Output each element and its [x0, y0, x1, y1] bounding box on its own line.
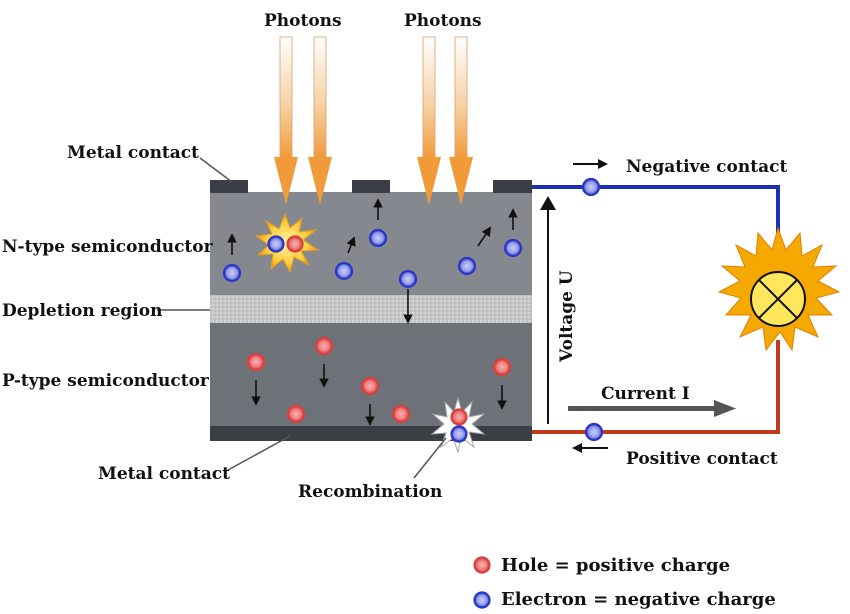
- charge-carriers: [222, 177, 604, 442]
- light-bulb-icon: [717, 226, 841, 352]
- photon-arrows: [274, 36, 473, 205]
- hole-particle-icon: [450, 408, 468, 426]
- photons-label-2: Photons: [404, 11, 482, 31]
- current-label: Current I: [601, 384, 690, 404]
- photon-icon: [274, 36, 298, 205]
- electron-particle-icon: [334, 261, 354, 281]
- electron-particle-icon: [581, 177, 601, 197]
- top-contact-1: [210, 180, 248, 193]
- legend: Hole = positive charge Electron = negati…: [473, 555, 776, 610]
- photon-icon: [449, 36, 473, 205]
- motion-arrow: [346, 236, 356, 254]
- hole-icon: [473, 556, 491, 574]
- current-arrow: [568, 400, 736, 417]
- p-type-layer: [210, 323, 532, 426]
- hole-particle-icon: [286, 404, 306, 424]
- positive-wire: [532, 340, 780, 434]
- top-contact-3: [493, 180, 532, 193]
- electron-particle-icon: [222, 263, 242, 283]
- photon-icon: [417, 36, 441, 205]
- voltage-label: Voltage U: [557, 270, 577, 363]
- photon-icon: [308, 36, 332, 205]
- hole-legend-label: Hole = positive charge: [501, 555, 730, 576]
- photons-label-1: Photons: [264, 11, 342, 31]
- hole-particle-icon: [391, 404, 411, 424]
- hole-particle-icon: [246, 352, 266, 372]
- depletion-region: [210, 295, 532, 323]
- electron-particle-icon: [457, 256, 477, 276]
- positive-contact-label: Positive contact: [626, 449, 778, 469]
- electron-legend-label: Electron = negative charge: [501, 589, 776, 610]
- metal-contact-bottom-label: Metal contact: [98, 464, 230, 484]
- wire-direction-arrows: [572, 159, 608, 453]
- electron-particle-icon: [398, 269, 418, 289]
- n-type-label: N-type semiconductor: [2, 237, 214, 257]
- hole-particle-icon: [492, 357, 512, 377]
- electron-particle-icon: [267, 235, 285, 253]
- depletion-label: Depletion region: [2, 301, 162, 321]
- hole-particle-icon: [286, 235, 304, 253]
- top-contact-2: [352, 180, 390, 193]
- electron-particle-icon: [368, 228, 388, 248]
- negative-contact-label: Negative contact: [626, 157, 787, 177]
- hole-particle-icon: [314, 336, 334, 356]
- p-type-label: P-type semiconductor: [2, 371, 210, 391]
- hole-legend-icon: [473, 556, 491, 574]
- electron-particle-icon: [584, 422, 604, 442]
- leader-lines: [157, 157, 447, 479]
- hole-particle-icon: [360, 376, 380, 396]
- electron-legend-icon: [473, 591, 491, 609]
- solar-cell: [210, 180, 532, 441]
- metal-contact-top-label: Metal contact: [67, 143, 199, 163]
- electron-particle-icon: [450, 425, 468, 443]
- voltage-arrow: [540, 196, 556, 424]
- electron-particle-icon: [503, 238, 523, 258]
- recombination-label: Recombination: [298, 482, 442, 502]
- electron-icon: [473, 591, 491, 609]
- motion-arrow: [477, 226, 492, 247]
